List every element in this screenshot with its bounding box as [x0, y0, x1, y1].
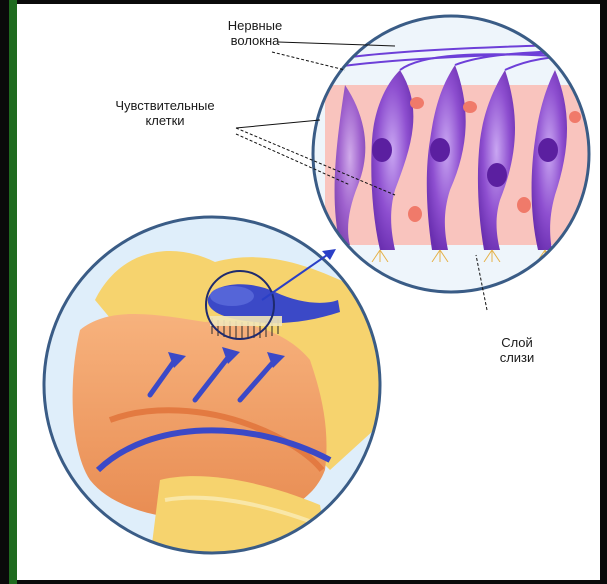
label-mucus-layer: Слой слизи: [487, 335, 547, 365]
diagram-canvas: Нервные волокна Чувствительные клетки Сл…: [17, 4, 600, 580]
label-nerve-fibers: Нервные волокна: [205, 18, 305, 48]
side-bar: [9, 0, 17, 584]
epithelium-view: [313, 16, 595, 292]
label-sensory-cells: Чувствительные клетки: [87, 98, 243, 128]
olfactory-diagram: [17, 4, 600, 580]
